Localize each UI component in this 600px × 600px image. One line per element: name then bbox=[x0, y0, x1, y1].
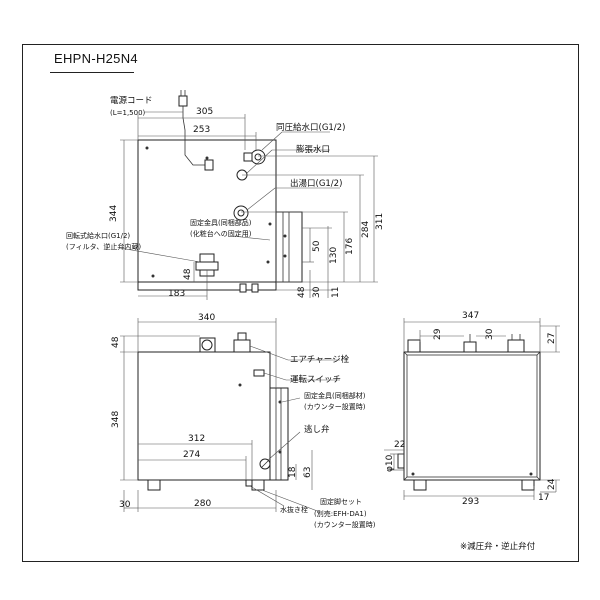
dim-312: 312 bbox=[188, 434, 205, 444]
dim-front-48: 48 bbox=[111, 336, 121, 348]
label-leg-set: 固定脚セット bbox=[320, 497, 362, 506]
dim-50: 50 bbox=[312, 240, 322, 252]
model-title: EHPN-H25N4 bbox=[54, 51, 138, 66]
dim-348: 348 bbox=[111, 411, 121, 428]
label-air-charge-plug: エアチャージ栓 bbox=[290, 354, 350, 365]
side-leg-left bbox=[413, 479, 427, 491]
side-leg-right bbox=[521, 479, 535, 491]
dim-48-right: 48 bbox=[297, 286, 307, 298]
side-fitting-2-icon bbox=[463, 341, 477, 353]
power-plug bbox=[178, 95, 188, 107]
side-view-body bbox=[403, 351, 541, 481]
dim-18: 18 bbox=[288, 466, 298, 478]
side-fitting-1-icon bbox=[407, 339, 421, 353]
dim-24: 24 bbox=[547, 478, 557, 490]
air-charge-plug-icon bbox=[233, 339, 251, 353]
label-rotary-inlet-note: (フィルタ、逆止弁内蔵) bbox=[66, 242, 141, 251]
title-underline bbox=[50, 50, 134, 73]
label-operation-switch: 運転スイッチ bbox=[290, 375, 341, 385]
dim-293: 293 bbox=[462, 497, 479, 507]
front-view-body bbox=[137, 351, 271, 481]
dim-11: 11 bbox=[331, 287, 341, 298]
dim-phi10: φ10 bbox=[385, 454, 395, 472]
label-fixing-bracket-2b: (カウンター設置時) bbox=[304, 402, 366, 411]
front-view bbox=[120, 318, 340, 513]
label-expansion-port: 膨張水口 bbox=[296, 144, 330, 155]
front-leg-right bbox=[251, 479, 265, 491]
dim-274: 274 bbox=[183, 450, 200, 460]
dim-22: 22 bbox=[394, 440, 405, 450]
dim-280: 280 bbox=[194, 499, 211, 509]
dim-48-left: 48 bbox=[183, 268, 193, 280]
label-fixing-bracket-1: 固定金具(同梱部品) bbox=[190, 218, 252, 227]
dim-344: 344 bbox=[109, 205, 119, 222]
footnote: ※減圧弁・逆止弁付 bbox=[460, 541, 536, 552]
dim-27: 27 bbox=[547, 333, 557, 344]
dim-284: 284 bbox=[361, 221, 371, 238]
label-drain-plug: 水抜き栓 bbox=[280, 505, 308, 514]
label-power-cord: 電源コード bbox=[110, 96, 153, 106]
dim-253: 253 bbox=[193, 125, 210, 135]
dim-front-30: 30 bbox=[119, 500, 131, 510]
dim-130: 130 bbox=[329, 247, 339, 264]
label-same-pressure-inlet: 同圧給水口(G1/2) bbox=[276, 122, 345, 133]
drawing-frame bbox=[22, 44, 579, 562]
dim-183: 183 bbox=[168, 289, 185, 299]
dim-30-top: 30 bbox=[312, 286, 322, 298]
front-view-side-panel bbox=[269, 387, 289, 481]
label-fixing-bracket-1b: (化粧台への固定用) bbox=[190, 229, 252, 238]
side-view bbox=[384, 318, 560, 500]
dim-340: 340 bbox=[198, 313, 215, 323]
dim-17: 17 bbox=[538, 493, 549, 503]
label-leg-set-c: (カウンター設置時) bbox=[314, 520, 376, 529]
label-rotary-inlet: 回転式給水口(G1/2) bbox=[66, 231, 130, 240]
dim-63: 63 bbox=[303, 467, 313, 478]
dim-305: 305 bbox=[196, 107, 213, 117]
dim-176: 176 bbox=[345, 238, 355, 255]
label-leg-set-b: (別売:EFH-DA1) bbox=[314, 509, 367, 518]
label-fixing-bracket-2: 固定金具(同梱部材) bbox=[304, 391, 366, 400]
operation-switch-icon bbox=[253, 369, 265, 377]
dim-side-30: 30 bbox=[485, 328, 495, 340]
label-power-cord-length: (L=1,500) bbox=[110, 109, 146, 117]
top-view bbox=[119, 90, 378, 300]
dim-347: 347 bbox=[462, 311, 479, 321]
power-cord-line bbox=[182, 100, 205, 166]
label-relief-valve: 逃し弁 bbox=[304, 424, 330, 435]
dim-29: 29 bbox=[433, 328, 443, 340]
dim-311: 311 bbox=[375, 213, 385, 230]
front-inlet-icon bbox=[201, 339, 213, 351]
front-leg-left bbox=[147, 479, 161, 491]
drain-plug-icon bbox=[245, 479, 253, 487]
side-fitting-3-icon bbox=[507, 339, 525, 353]
label-hot-water-outlet: 出湯口(G1/2) bbox=[290, 178, 342, 189]
